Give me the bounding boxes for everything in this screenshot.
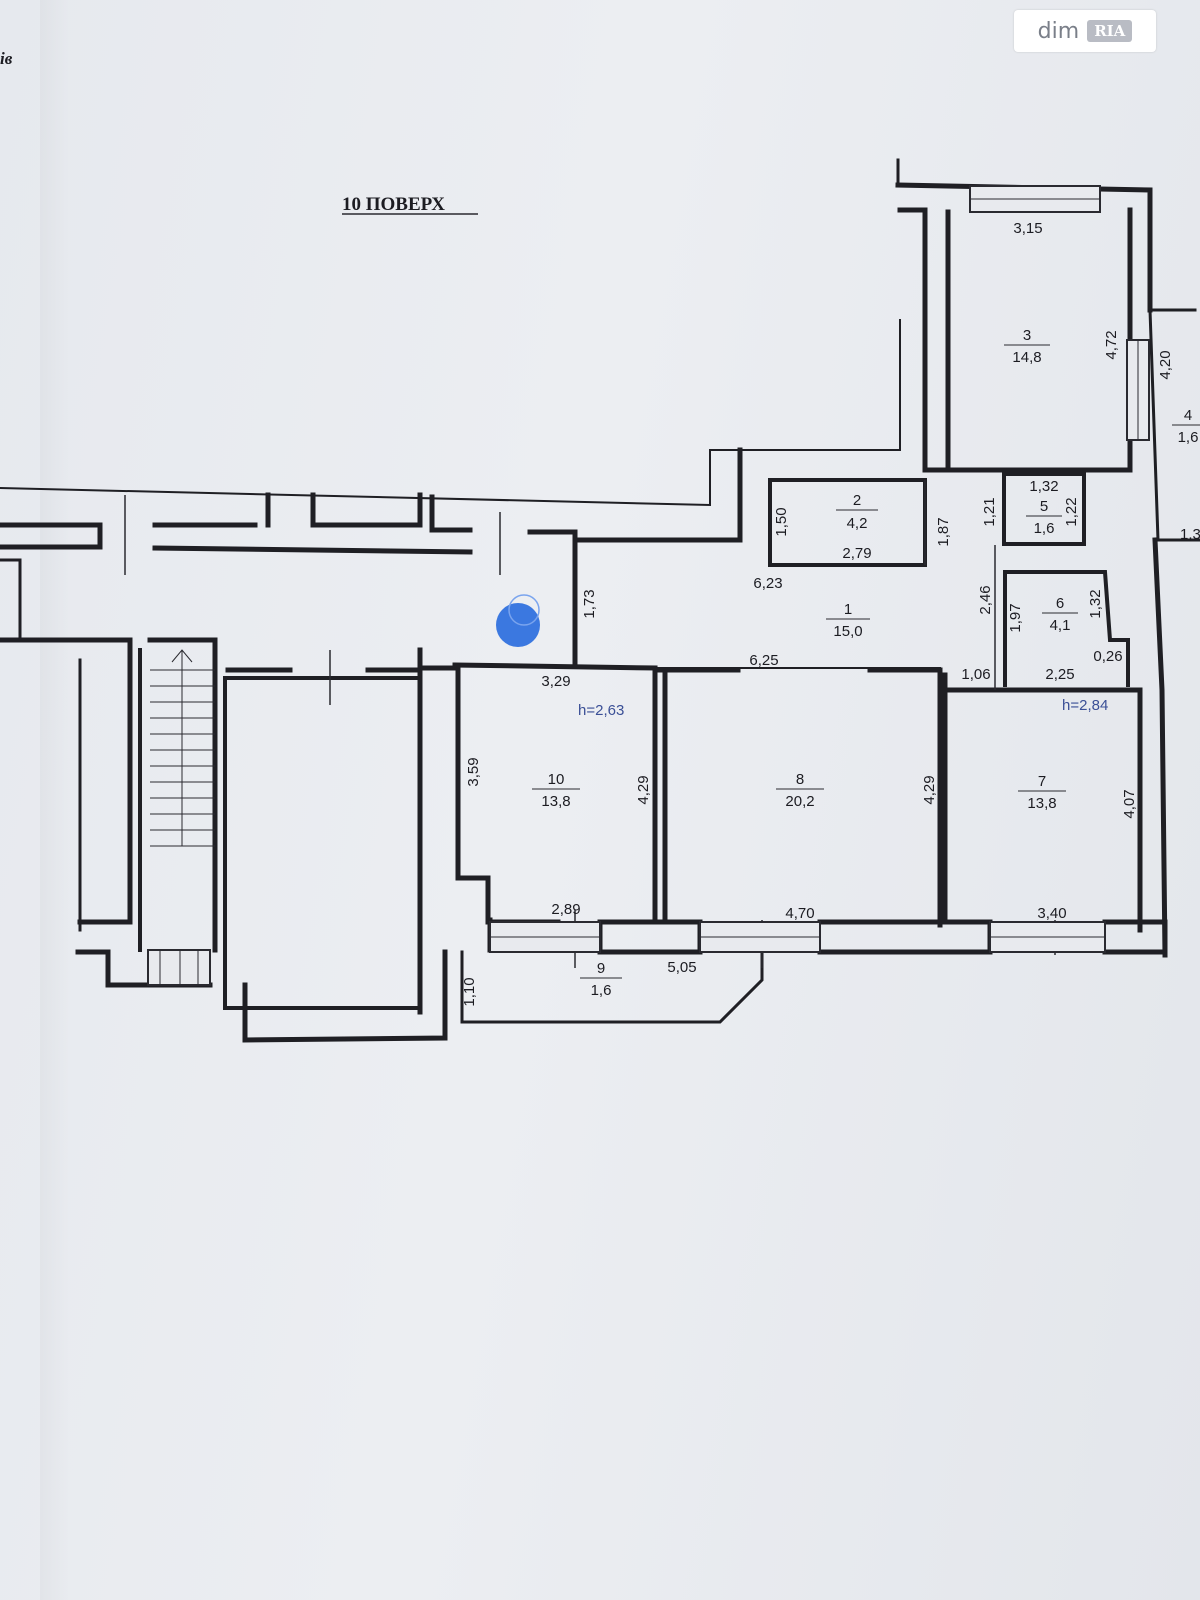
room10-number: 10 bbox=[548, 771, 565, 788]
height-left: h=2,63 bbox=[578, 702, 624, 719]
wall-room4-side bbox=[1148, 308, 1200, 542]
room7-number: 7 bbox=[1038, 773, 1046, 790]
dim-room6-right: 1,32 bbox=[1087, 589, 1104, 618]
wall-stair-box bbox=[147, 637, 218, 953]
wall-south-outer bbox=[242, 949, 448, 1043]
dim-room6-offset: 0,26 bbox=[1093, 648, 1122, 665]
dim-room3-depth: 4,72 bbox=[1103, 330, 1120, 359]
wall-left-room bbox=[0, 637, 133, 925]
dim-room8-bottom: 4,70 bbox=[785, 905, 814, 922]
dim-room2-width: 2,79 bbox=[842, 545, 871, 562]
dim-room7-bottom: 3,40 bbox=[1037, 905, 1066, 922]
lift-shaft bbox=[223, 676, 422, 1010]
room1-number: 1 bbox=[844, 601, 852, 618]
dim-corridor-top: 6,23 bbox=[753, 575, 782, 592]
wall-south-pier3 bbox=[1102, 919, 1168, 955]
room6-box bbox=[1003, 570, 1130, 687]
room3-number: 3 bbox=[1023, 327, 1031, 344]
room-labels: 3 14,8 4 1,6 2 4,2 5 1,6 1 15,0 6 4,1 10… bbox=[532, 327, 1200, 999]
room5-area: 1,6 bbox=[1034, 520, 1055, 537]
room4-area: 1,6 bbox=[1178, 429, 1199, 446]
room6-area: 4,1 bbox=[1050, 617, 1071, 634]
dim-room7-right: 4,07 bbox=[1121, 789, 1138, 818]
height-right: h=2,84 bbox=[1062, 697, 1108, 714]
dim-room8-right: 4,29 bbox=[921, 775, 938, 804]
walls bbox=[0, 158, 1200, 1043]
dim-room6-bottom: 2,25 bbox=[1045, 666, 1074, 683]
wall-entry bbox=[527, 529, 578, 668]
room9-number: 9 bbox=[597, 960, 605, 977]
room8-number: 8 bbox=[796, 771, 804, 788]
blue-marker-ring bbox=[508, 594, 540, 626]
windows bbox=[147, 185, 1150, 986]
wall-room3-left bbox=[897, 207, 1133, 473]
dim-room3-width: 3,15 bbox=[1013, 220, 1042, 237]
dim-corridor-right: 2,46 bbox=[977, 585, 994, 614]
dim-room4-length: 4,20 bbox=[1157, 350, 1174, 379]
watermark-brand: dim bbox=[1037, 18, 1080, 44]
watermark-badge: RIA bbox=[1087, 20, 1133, 42]
dim-room5-width: 1,32 bbox=[1029, 478, 1058, 495]
wall-seg-b bbox=[152, 545, 473, 555]
dim-balcony-width: 5,05 bbox=[667, 959, 696, 976]
wall-north-corridor bbox=[0, 319, 901, 507]
room2-area: 4,2 bbox=[847, 515, 868, 532]
room6-number: 6 bbox=[1056, 595, 1064, 612]
dimension-labels: 3,15 4,72 4,20 1,3 1,32 1,21 1,22 1,50 2… bbox=[461, 220, 1200, 1007]
dim-east-stub: 1,3 bbox=[1180, 526, 1200, 543]
wall-room7-top bbox=[937, 687, 1143, 933]
wall-left-edge bbox=[0, 558, 22, 642]
room5-box bbox=[1002, 472, 1086, 546]
wall-south-pier1 bbox=[597, 919, 703, 955]
wall-balcony9 bbox=[460, 950, 764, 1024]
paper-fold-shadow bbox=[40, 0, 70, 1600]
room1-area: 15,0 bbox=[833, 623, 862, 640]
wall-room2-block bbox=[572, 447, 743, 543]
dim-room10-top: 3,29 bbox=[541, 673, 570, 690]
room5-number: 5 bbox=[1040, 498, 1048, 515]
dim-room2-height: 1,50 bbox=[773, 507, 790, 536]
window-stair bbox=[147, 949, 211, 986]
room2-number: 2 bbox=[853, 492, 861, 509]
wall-seg-e bbox=[429, 494, 473, 533]
dim-room5-left: 1,21 bbox=[981, 497, 998, 526]
dim-room10-right: 4,29 bbox=[635, 775, 652, 804]
dim-corridor-step: 1,06 bbox=[961, 666, 990, 683]
dim-room10-left: 3,59 bbox=[465, 757, 482, 786]
room9-area: 1,6 bbox=[591, 982, 612, 999]
corner-text: ів bbox=[0, 49, 13, 68]
dim-room10-bottom: 2,89 bbox=[551, 901, 580, 918]
wall-east bbox=[1152, 537, 1168, 958]
room8-area: 20,2 bbox=[785, 793, 814, 810]
room4-number: 4 bbox=[1184, 407, 1192, 424]
dim-ria-watermark: dim RIA bbox=[1014, 10, 1156, 52]
dim-corridor-bottom: 6,25 bbox=[749, 652, 778, 669]
dim-balcony-depth: 1,10 bbox=[461, 977, 478, 1006]
blue-marker bbox=[496, 603, 540, 647]
dim-room2-side: 1,87 bbox=[935, 517, 952, 546]
wall-seg-d bbox=[310, 492, 423, 528]
room10-area: 13,8 bbox=[541, 793, 570, 810]
wall-left-segment bbox=[0, 522, 103, 550]
room3-area: 14,8 bbox=[1012, 349, 1041, 366]
wall-room8-top-b bbox=[867, 667, 943, 928]
wall-south-pier2 bbox=[817, 919, 993, 955]
dim-room5-right: 1,22 bbox=[1063, 497, 1080, 526]
dim-room6-left: 1,97 bbox=[1007, 603, 1024, 632]
stair-treads bbox=[150, 649, 215, 847]
wall-corridor-join bbox=[417, 647, 461, 671]
floor-title: 10 ПОВЕРХ bbox=[342, 194, 445, 215]
room7-area: 13,8 bbox=[1027, 795, 1056, 812]
dim-corridor-left: 1,73 bbox=[581, 589, 598, 618]
